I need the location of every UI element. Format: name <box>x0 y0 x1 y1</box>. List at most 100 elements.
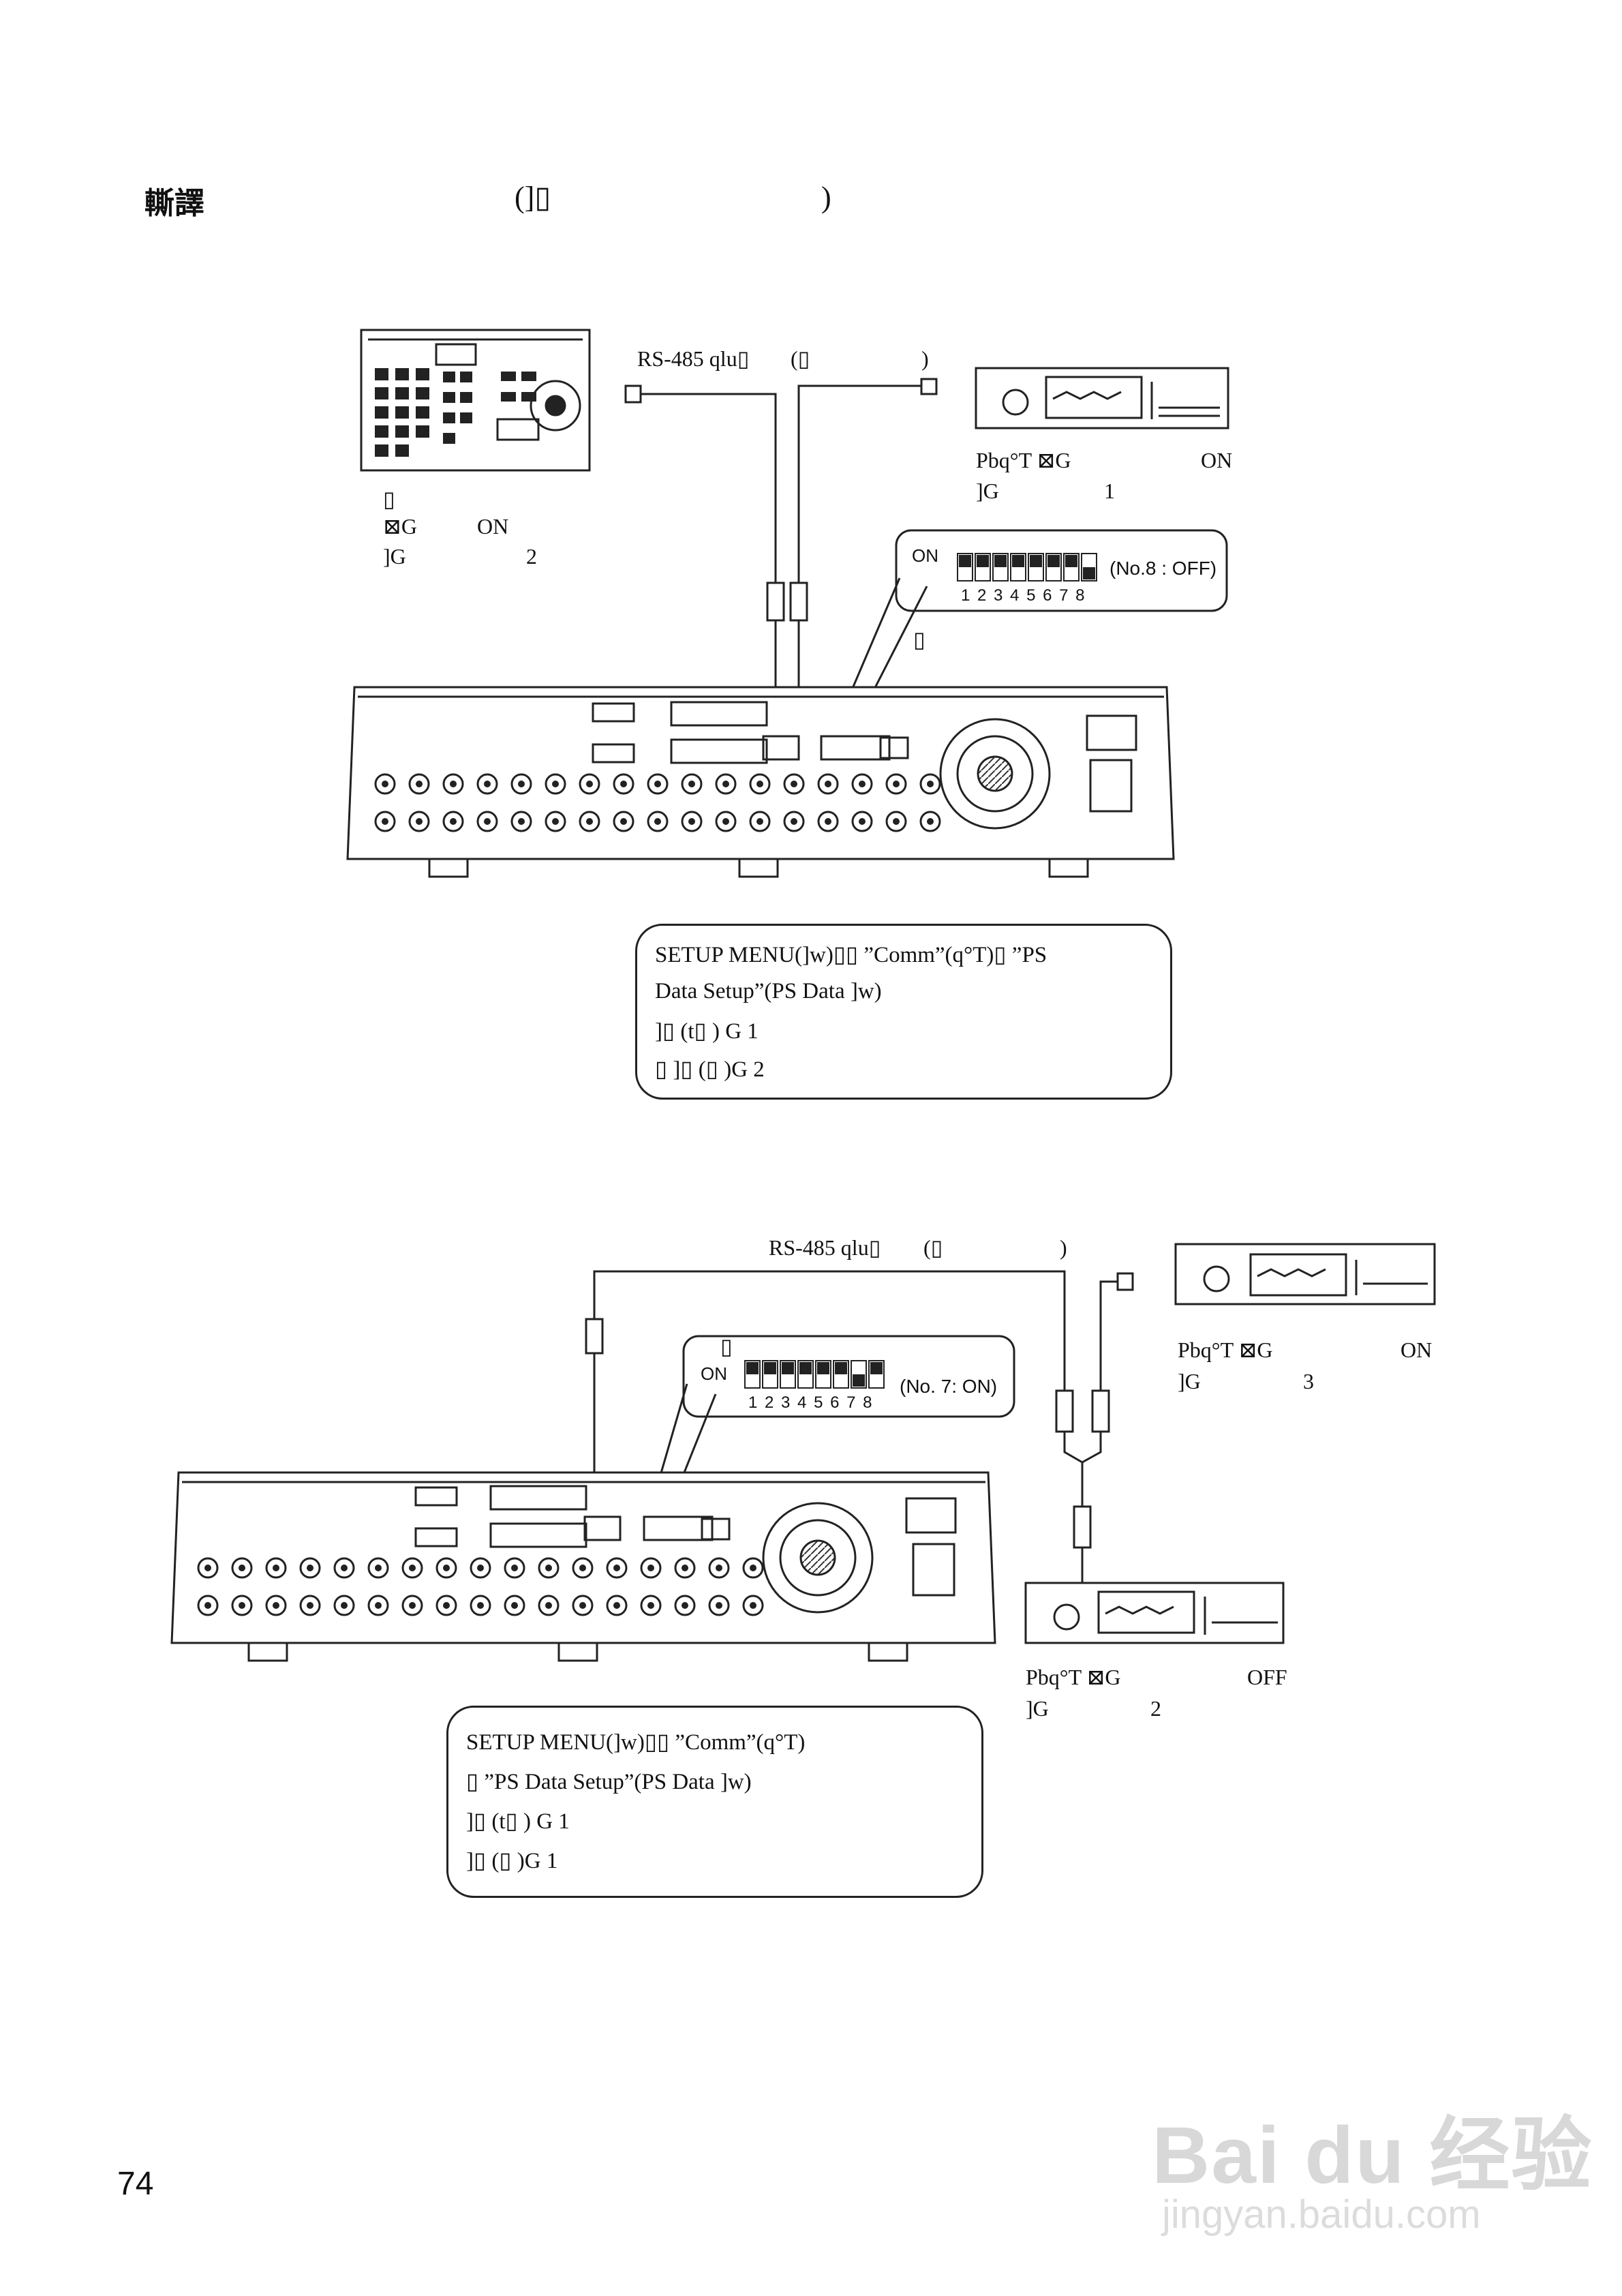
bnc-connector-pin <box>927 818 934 825</box>
receiver-1-unit: ]G <box>976 479 999 503</box>
receiver-device-3 <box>1174 1243 1436 1305</box>
bnc-connector-pin <box>307 1602 313 1609</box>
setup-2-line-3: ]▯ (t▯ ) G 1 <box>466 1809 570 1834</box>
bnc-connector-pin <box>375 1602 382 1609</box>
bnc-connector-pin <box>688 781 695 787</box>
setup-menu-box-1: SETUP MENU(]w)▯▯ ”Comm”(q°T)▯ ”PS Data S… <box>635 924 1172 1100</box>
bnc-connector-pin <box>654 781 661 787</box>
dip-2-mark: ▯ <box>720 1334 733 1359</box>
dip-2-on-label: ON <box>701 1363 727 1384</box>
bnc-connector-pin <box>756 781 763 787</box>
controller-unit: ]G <box>383 544 406 569</box>
dip-switch-knob-8 <box>870 1362 883 1374</box>
bnc-connector-pin <box>791 818 797 825</box>
receiver-2-off: OFF <box>1247 1665 1287 1689</box>
bnc-connector-pin <box>859 781 866 787</box>
section-heading-paren: (]▯ <box>515 181 551 214</box>
dip-1-mark: ▯ <box>913 627 925 652</box>
bnc-connector-pin <box>477 1565 484 1571</box>
bnc-connector-pin <box>443 1565 450 1571</box>
cable-label-1: RS-485 qlu▯ <box>637 346 750 371</box>
bnc-connector-pin <box>443 1602 450 1609</box>
receiver-2-unit: ]G <box>1026 1696 1049 1721</box>
bnc-connector-pin <box>416 781 423 787</box>
dip-switch-2 <box>744 1360 885 1389</box>
bnc-connector-pin <box>859 818 866 825</box>
dip-switch-knob-3 <box>994 555 1007 567</box>
controller-mark: ▯ <box>383 487 395 511</box>
bnc-connector-pin <box>579 1602 586 1609</box>
bnc-connector-pin <box>341 1565 348 1571</box>
setup-1-line-2: Data Setup”(PS Data ]w) <box>655 979 882 1003</box>
dip-2-note: (No. 7: ON) <box>900 1376 998 1397</box>
setup-menu-box-2: SETUP MENU(]w)▯▯ ”Comm”(q°T) ▯ ”PS Data … <box>446 1706 983 1898</box>
bnc-connector-pin <box>382 781 388 787</box>
cable-close-1: ) <box>921 346 929 371</box>
bnc-connector-pin <box>484 818 491 825</box>
controller-unit-no: 2 <box>526 544 537 569</box>
dip-switch-knob-5 <box>817 1362 829 1374</box>
receiver-1-unit-no: 1 <box>1104 479 1115 503</box>
bnc-connector-pin <box>825 781 831 787</box>
bnc-connector-pin <box>545 1602 552 1609</box>
dip-switch-knob-1 <box>959 555 971 567</box>
bnc-connector-pin <box>484 781 491 787</box>
dip-1-note: (No.8 : OFF) <box>1110 558 1217 579</box>
bnc-connector-pin <box>239 1602 245 1609</box>
bnc-connector-pin <box>654 818 661 825</box>
setup-1-line-1: SETUP MENU(]w)▯▯ ”Comm”(q°T)▯ ”PS <box>655 943 1047 967</box>
bnc-connector-pin <box>613 1565 620 1571</box>
receiver-3-on: ON <box>1401 1338 1433 1362</box>
receiver-2-label: Pbq°T ⊠G <box>1026 1665 1121 1689</box>
dip-switch-knob-4 <box>799 1362 812 1374</box>
bnc-connector-pin <box>893 818 900 825</box>
dip-switch-1 <box>957 553 1097 581</box>
bnc-connector-pin <box>382 818 388 825</box>
system-controller-device <box>360 329 591 472</box>
setup-1-line-3: ]▯ (t▯ ) G 1 <box>655 1019 759 1044</box>
bnc-connector-pin <box>750 1565 756 1571</box>
setup-2-line-2: ▯ ”PS Data Setup”(PS Data ]w) <box>466 1770 752 1794</box>
bnc-connector-pin <box>825 818 831 825</box>
dip-switch-knob-3 <box>782 1362 794 1374</box>
cable-label-2: RS-485 qlu▯ <box>769 1235 881 1260</box>
bnc-connector-pin <box>927 781 934 787</box>
dip-switch-knob-4 <box>1012 555 1024 567</box>
page-number: 74 <box>117 2166 154 2202</box>
bnc-connector-pin <box>722 781 729 787</box>
bnc-connector-pin <box>545 1565 552 1571</box>
receiver-1-on: ON <box>1201 448 1233 472</box>
cable-paren-2: (▯ <box>923 1235 943 1260</box>
controller-label: ⊠G <box>383 514 417 539</box>
dip-switch-knob-5 <box>1030 555 1042 567</box>
bnc-connectors-2 <box>197 1557 764 1616</box>
receiver-3-label: Pbq°T ⊠G <box>1178 1338 1273 1362</box>
section-heading-close: ) <box>821 181 831 214</box>
bnc-connector-pin <box>722 818 729 825</box>
bnc-connector-pin <box>307 1565 313 1571</box>
bnc-connector-pin <box>647 1602 654 1609</box>
bnc-connector-pin <box>204 1602 211 1609</box>
dip-switch-knob-8 <box>1083 567 1095 579</box>
receiver-3-unit-no: 3 <box>1303 1369 1314 1393</box>
receiver-device-1 <box>975 367 1229 429</box>
section-heading: 䡳譯 <box>144 187 204 220</box>
bnc-connector-pin <box>620 781 627 787</box>
baidu-jingyan-watermark: Bai du 经验 <box>1152 2111 1593 2201</box>
rs485-cable-1 <box>624 378 938 715</box>
bnc-connector-pin <box>409 1565 416 1571</box>
watermark-url: jingyan.baidu.com <box>1162 2192 1481 2237</box>
dip-switch-knob-2 <box>977 555 989 567</box>
dip-switch-knob-1 <box>746 1362 759 1374</box>
dip-switch-knob-6 <box>1047 555 1060 567</box>
receiver-2-unit-no: 2 <box>1150 1696 1161 1721</box>
bnc-connector-pin <box>204 1565 211 1571</box>
receiver-1-label: Pbq°T ⊠G <box>976 448 1071 472</box>
bnc-connector-pin <box>688 818 695 825</box>
dip-1-on-label: ON <box>912 545 938 566</box>
bnc-connector-pin <box>586 781 593 787</box>
bnc-connector-pin <box>750 1602 756 1609</box>
bnc-connector-pin <box>682 1565 688 1571</box>
bnc-connector-pin <box>579 1565 586 1571</box>
